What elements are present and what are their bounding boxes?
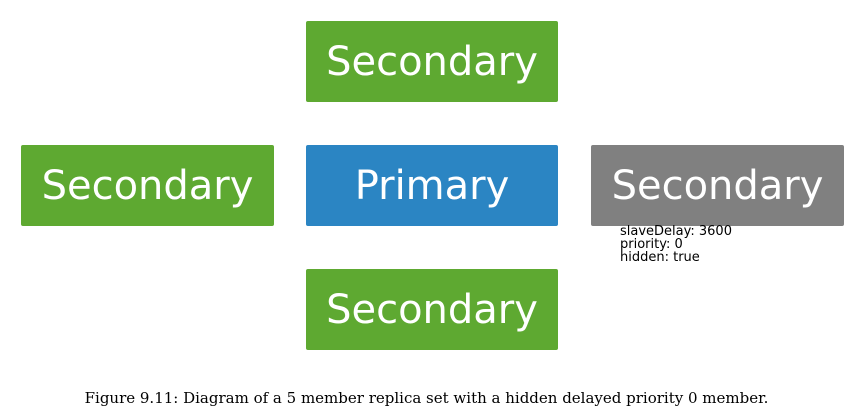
node-label: Secondary xyxy=(326,286,538,333)
node-label: Primary xyxy=(354,162,510,209)
secondary-node-left: Secondary xyxy=(21,145,274,226)
config-priority: priority: 0 xyxy=(620,237,683,252)
config-hidden: hidden: true xyxy=(620,250,700,265)
hidden-member-config: slaveDelay: 3600 priority: 0 hidden: tru… xyxy=(620,225,732,264)
node-label: Secondary xyxy=(41,162,254,209)
secondary-node-bottom: Secondary xyxy=(306,269,558,350)
figure-caption: Figure 9.11: Diagram of a 5 member repli… xyxy=(84,389,769,407)
secondary-node-top: Secondary xyxy=(306,21,558,102)
node-label: Secondary xyxy=(326,38,538,85)
config-slave-delay: slaveDelay: 3600 xyxy=(620,224,732,239)
primary-node: Primary xyxy=(306,145,558,226)
hidden-secondary-node: Secondary xyxy=(591,145,844,226)
node-label: Secondary xyxy=(611,162,824,209)
